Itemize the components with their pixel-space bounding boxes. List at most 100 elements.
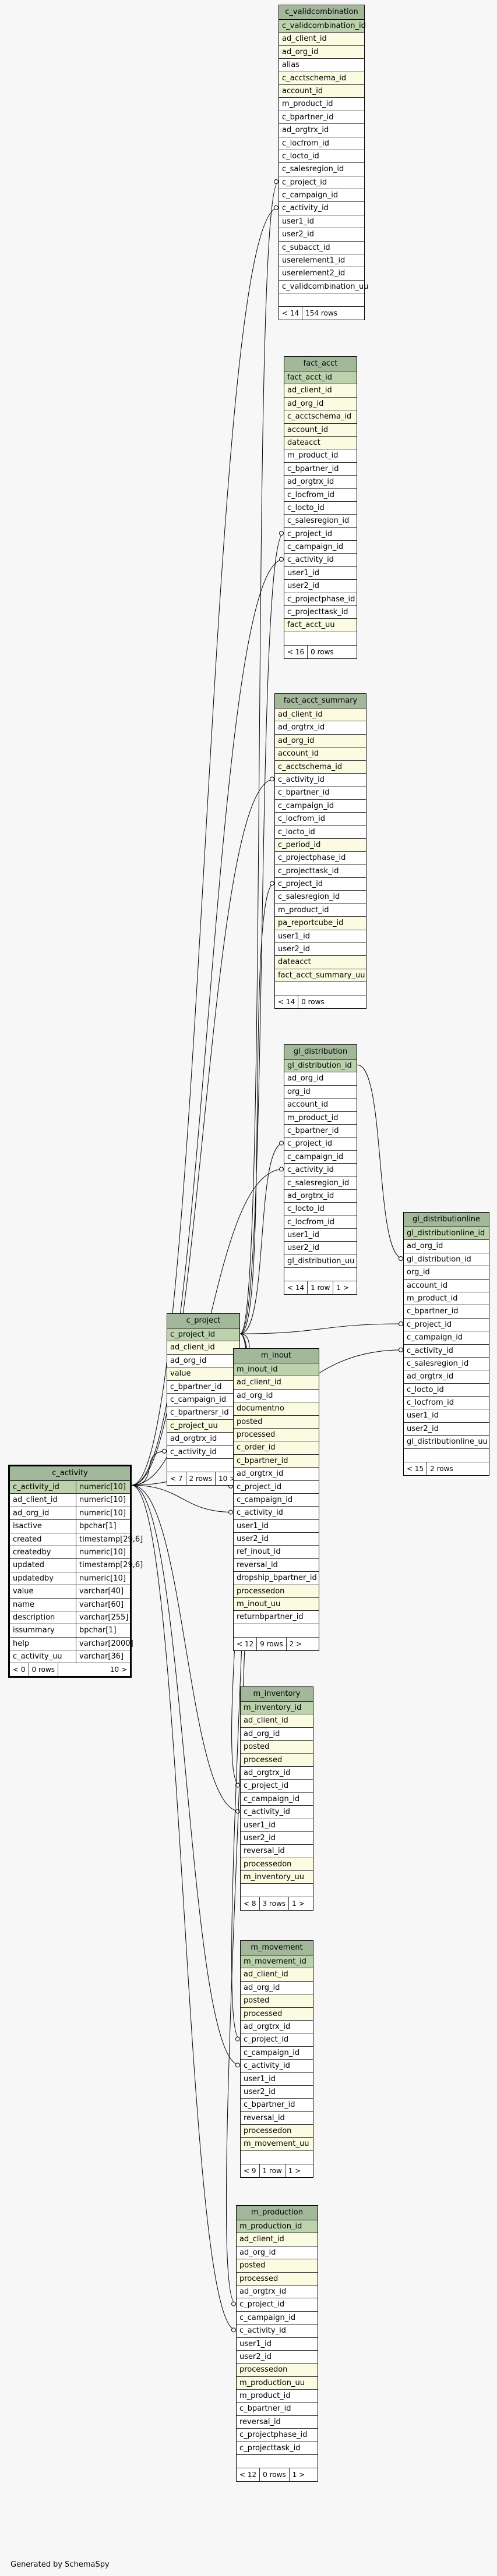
column-name: org_id — [407, 1268, 430, 1277]
column-type: bpchar[1] — [79, 1522, 117, 1531]
table-column-row: c_activity_id — [284, 1164, 357, 1177]
column-name: dropship_bpartner_id — [237, 1574, 317, 1583]
column-name: fact_acct_uu — [287, 621, 335, 630]
relationship-endpoint — [399, 1256, 403, 1261]
column-name: posted — [244, 1742, 270, 1752]
table-title[interactable]: m_production — [237, 2206, 318, 2220]
table-column-row: m_inout_uu — [234, 1598, 319, 1611]
table-column-row: c_salesregion_id — [279, 163, 364, 176]
column-name: m_inventory_uu — [244, 1873, 305, 1882]
table-column-row: c_acctschema_id — [279, 72, 364, 85]
table-column-row: c_order_id — [234, 1441, 319, 1455]
table-title[interactable]: gl_distribution — [284, 1045, 357, 1060]
relationship-line — [131, 1451, 167, 1486]
table-column-row: c_activity_id — [284, 554, 357, 567]
column-name: c_salesregion_id — [287, 1178, 350, 1188]
column-name: dateacct — [278, 958, 311, 967]
table-column-row: user2_id — [404, 1423, 489, 1436]
relationship-line — [239, 181, 279, 1334]
table-column-row: fact_acct_summary_uu — [275, 969, 366, 983]
column-name: user2_id — [244, 1833, 276, 1842]
column-type: numeric[10] — [79, 1496, 126, 1505]
column-name: value — [10, 1585, 76, 1598]
column-name: updatedby — [10, 1572, 76, 1585]
column-type: varchar[40] — [79, 1587, 124, 1596]
relationship-line — [131, 559, 284, 1486]
child-count: 1 > — [292, 2471, 305, 2479]
column-name: ad_client_id — [170, 1343, 215, 1352]
row-count: 3 rows — [260, 1897, 290, 1911]
table-column-row: account_id — [284, 1099, 357, 1112]
column-name: ad_org_id — [244, 1983, 280, 1992]
column-name: m_inout_uu — [237, 1600, 281, 1609]
column-name: c_validcombination_uu — [282, 282, 369, 291]
column-name: name — [10, 1598, 76, 1611]
column-name: c_projecttask_id — [278, 866, 339, 876]
table-column-row: posted — [237, 2259, 318, 2273]
column-name: c_salesregion_id — [282, 165, 344, 174]
table-column-row: c_bpartner_id — [234, 1454, 319, 1468]
table-title[interactable]: c_validcombination — [279, 5, 364, 20]
column-type: numeric[10] — [79, 1547, 126, 1557]
table-column-row: ad_orgtrx_id — [167, 1433, 239, 1446]
table-column-row: c_project_id — [404, 1319, 489, 1332]
table-title[interactable]: m_movement — [241, 1941, 313, 1955]
table-column-row: m_movement_uu — [241, 2138, 313, 2151]
relationship-endpoint — [274, 205, 279, 210]
relationship-line — [131, 1484, 234, 1513]
column-name: ad_orgtrx_id — [239, 2287, 287, 2296]
table-column-row: gl_distributionline_id — [404, 1227, 489, 1241]
table-column-row: userelement1_id — [279, 254, 364, 268]
parent-count: < 14 — [284, 1281, 308, 1295]
table-column-row: c_project_id — [241, 1780, 313, 1793]
relationship-line — [131, 778, 275, 1486]
table-column-row: c_bpartner_id — [241, 2099, 313, 2112]
table-column-row: account_id — [284, 423, 357, 437]
table-column-row: ad_org_id — [279, 45, 364, 59]
table-column-row: ad_org_id — [275, 734, 366, 748]
column-name: processed — [244, 2009, 283, 2018]
table-title[interactable]: fact_acct_summary — [275, 694, 366, 708]
table-title[interactable]: c_activity — [10, 1466, 130, 1481]
column-name: user2_id — [239, 2352, 272, 2361]
table-column-row: posted — [241, 1994, 313, 2008]
table-column-row: m_product_id — [279, 98, 364, 111]
table-title[interactable]: m_inout — [234, 1349, 319, 1363]
column-name: c_campaign_id — [244, 2048, 300, 2057]
column-name: documentno — [237, 1404, 284, 1413]
column-name: c_campaign_id — [278, 801, 334, 810]
generated-by-label: Generated by SchemaSpy — [10, 2560, 110, 2569]
column-name: ad_orgtrx_id — [170, 1434, 217, 1444]
table-title[interactable]: m_inventory — [241, 1687, 313, 1702]
table-title[interactable]: gl_distributionline — [404, 1213, 489, 1227]
table-title[interactable]: fact_acct — [284, 357, 357, 371]
table-column-row: c_campaign_id — [279, 189, 364, 203]
table-title[interactable]: c_project — [167, 1314, 239, 1328]
table-column-row: user1_id — [284, 567, 357, 580]
relationship-endpoint — [399, 1347, 403, 1352]
column-name: account_id — [407, 1281, 448, 1290]
column-name: c_activity_id — [278, 775, 325, 784]
column-name: ad_client_id — [237, 1378, 281, 1387]
